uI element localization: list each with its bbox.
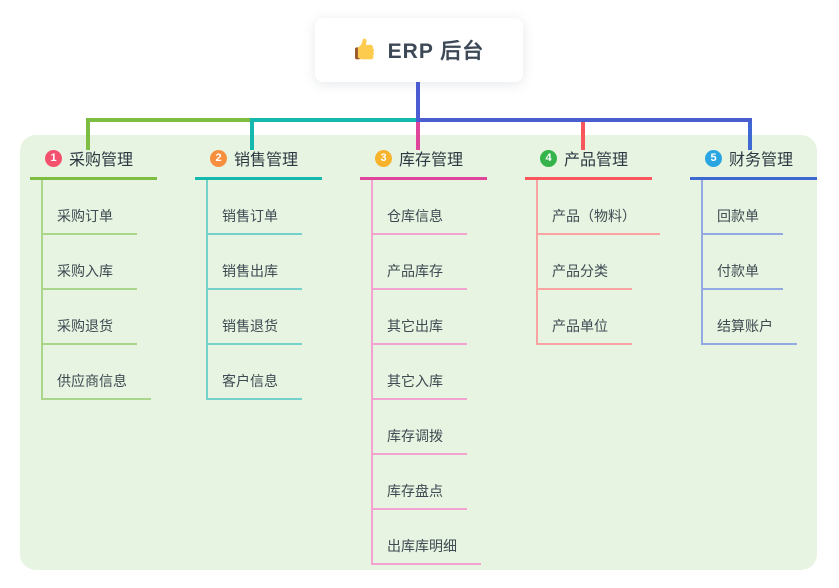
mindmap-leaf-item[interactable]: 出库库明细 — [371, 510, 481, 565]
mindmap-leaf-item[interactable]: 销售退货 — [206, 290, 302, 345]
mindmap-leaf-item[interactable]: 其它入库 — [371, 345, 467, 400]
branch-rail-2 — [206, 180, 208, 398]
branch-number-badge-2: 2 — [210, 149, 227, 167]
branch-items-1: 采购订单采购入库采购退货供应商信息 — [30, 180, 157, 400]
mindmap-leaf-item[interactable]: 供应商信息 — [41, 345, 151, 400]
mindmap-leaf-item[interactable]: 回款单 — [701, 180, 783, 235]
branch-drop-line-3 — [416, 122, 420, 150]
branch-header-3[interactable]: 3 库存管理 — [360, 148, 488, 180]
branch-items-2: 销售订单销售出库销售退货客户信息 — [195, 180, 322, 400]
branch-rail-3 — [371, 180, 373, 563]
branch-items-4: 产品（物料）产品分类产品单位 — [525, 180, 660, 345]
branch-1: 1 采购管理采购订单采购入库采购退货供应商信息 — [30, 148, 158, 400]
bus-segment-1 — [86, 118, 250, 122]
branch-header-2[interactable]: 2 销售管理 — [195, 148, 323, 180]
mindmap-leaf-item[interactable]: 其它出库 — [371, 290, 467, 345]
branch-items-3: 仓库信息产品库存其它出库其它入库库存调拨库存盘点出库库明细 — [360, 180, 487, 565]
mindmap-leaf-item[interactable]: 付款单 — [701, 235, 783, 290]
root-stem-line — [416, 82, 420, 122]
branch-5: 5 财务管理回款单付款单结算账户 — [690, 148, 818, 345]
mindmap-leaf-item[interactable]: 库存调拨 — [371, 400, 467, 455]
mindmap-leaf-item[interactable]: 产品库存 — [371, 235, 467, 290]
root-node-erp[interactable]: ERP 后台 — [315, 18, 523, 82]
branch-number-badge-4: 4 — [540, 149, 557, 167]
branch-drop-line-2 — [250, 122, 254, 150]
branch-title-3: 库存管理 — [399, 152, 464, 169]
root-node-title: ERP 后台 — [387, 40, 485, 63]
mindmap-leaf-item[interactable]: 产品单位 — [536, 290, 632, 345]
branch-title-5: 财务管理 — [729, 152, 794, 169]
branch-header-1[interactable]: 1 采购管理 — [30, 148, 158, 180]
bus-segment-right — [420, 118, 752, 122]
branch-number-badge-3: 3 — [375, 149, 392, 167]
bus-segment-2 — [250, 118, 416, 122]
mindmap-leaf-item[interactable]: 销售订单 — [206, 180, 302, 235]
branch-title-4: 产品管理 — [564, 152, 629, 169]
thumbs-up-icon — [354, 38, 378, 62]
branch-number-badge-1: 1 — [45, 149, 62, 167]
branch-4: 4 产品管理产品（物料）产品分类产品单位 — [525, 148, 660, 345]
mindmap-leaf-item[interactable]: 产品（物料） — [536, 180, 660, 235]
branch-number-badge-5: 5 — [705, 149, 722, 167]
branch-3: 3 库存管理仓库信息产品库存其它出库其它入库库存调拨库存盘点出库库明细 — [360, 148, 488, 565]
branch-rail-5 — [701, 180, 703, 343]
branch-title-2: 销售管理 — [234, 152, 299, 169]
branch-rail-1 — [41, 180, 43, 398]
branch-drop-line-5 — [748, 122, 752, 150]
branch-rail-4 — [536, 180, 538, 343]
mindmap-leaf-item[interactable]: 销售出库 — [206, 235, 302, 290]
branch-items-5: 回款单付款单结算账户 — [690, 180, 817, 345]
mindmap-leaf-item[interactable]: 结算账户 — [701, 290, 797, 345]
mindmap-leaf-item[interactable]: 采购入库 — [41, 235, 137, 290]
mindmap-leaf-item[interactable]: 采购退货 — [41, 290, 137, 345]
mindmap-leaf-item[interactable]: 仓库信息 — [371, 180, 467, 235]
branch-2: 2 销售管理销售订单销售出库销售退货客户信息 — [195, 148, 323, 400]
mindmap-leaf-item[interactable]: 客户信息 — [206, 345, 302, 400]
branch-header-5[interactable]: 5 财务管理 — [690, 148, 818, 180]
branch-title-1: 采购管理 — [69, 152, 134, 169]
branch-header-4[interactable]: 4 产品管理 — [525, 148, 653, 180]
mindmap-leaf-item[interactable]: 产品分类 — [536, 235, 632, 290]
mindmap-panel — [20, 135, 817, 570]
mindmap-leaf-item[interactable]: 库存盘点 — [371, 455, 467, 510]
mindmap-leaf-item[interactable]: 采购订单 — [41, 180, 137, 235]
branch-drop-line-1 — [86, 122, 90, 150]
branch-drop-line-4 — [581, 122, 585, 150]
